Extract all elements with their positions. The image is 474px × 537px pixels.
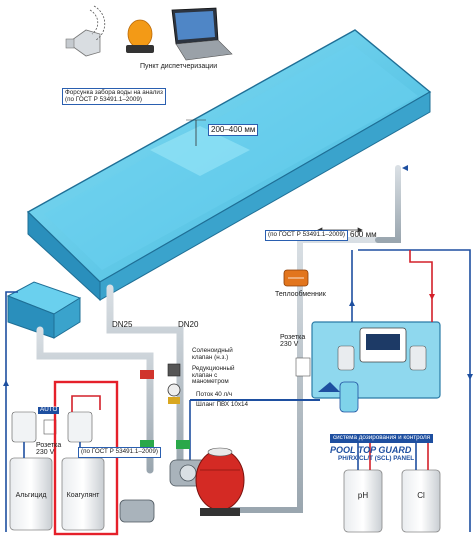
reducer-label: Редукционный клапан с манометром [192,365,235,386]
distance-label: 600 мм [350,230,377,239]
solenoid-label: Соленоидный клапан (н.з.) [192,347,233,361]
check-valves [140,370,190,449]
tank-cl-label: Cl [417,491,425,500]
tank-coagulant-label: Коагулянт [66,492,100,499]
tank-ph-label: pH [357,491,369,500]
socket-right [295,357,311,377]
dn25-label: DN25 [112,320,133,329]
depth-label: 200–400 мм [208,124,259,137]
panel-brand-line1: POOL TOP GUARD [330,445,412,455]
tank-algicide [9,457,53,531]
pump-2 [119,499,155,523]
hose-label: Шланг ПВХ 10х14 [196,401,249,408]
solenoid-valve [167,363,181,377]
socket-right-label: Розетка 230 V [280,334,306,349]
dispatch-label: Пункт диспетчеризации [140,63,218,70]
tank-cl [401,469,441,533]
dosing-pump-coagulant [67,411,93,443]
dn20-label: DN20 [178,320,199,329]
coagulant-highlight-frame [53,380,119,536]
laptop-icon [171,7,233,61]
tank-coagulant [61,457,105,531]
siren-speaker-icon [65,5,106,57]
tank-algicide-label: Альгицид [15,492,47,499]
sampler-label: Форсунка забора воды на анализ (по ГОСТ … [62,88,166,106]
pressure-reducer [167,383,181,404]
gost-lower-label: (по ГОСТ Р 53491.1–2009) [78,447,161,458]
heat-exchanger [283,269,309,287]
dosing-panel [311,321,441,413]
tank-ph [343,469,383,533]
panel-caption-line1: система дозирования и контроля [330,434,434,443]
alarm-beacon-icon [126,19,154,53]
flow-label: Поток 40 л/ч [196,391,233,398]
heat-exchanger-label: Теплообменник [275,291,326,298]
auto-label: AUTO [38,406,60,414]
overflow-tank [6,281,82,339]
dosing-lines [5,249,471,532]
pool-basin [26,29,432,302]
panel-brand-line2: PH/RX/CL/T (SCL) PANEL [338,455,415,462]
socket-left-label: Розетка 230 V [36,442,62,457]
sand-filter [195,447,245,516]
dosing-pump-algicide [11,411,37,443]
flow-arrows [3,165,473,386]
gost-label: (по ГОСТ Р 53491.1–2009) [265,230,348,241]
